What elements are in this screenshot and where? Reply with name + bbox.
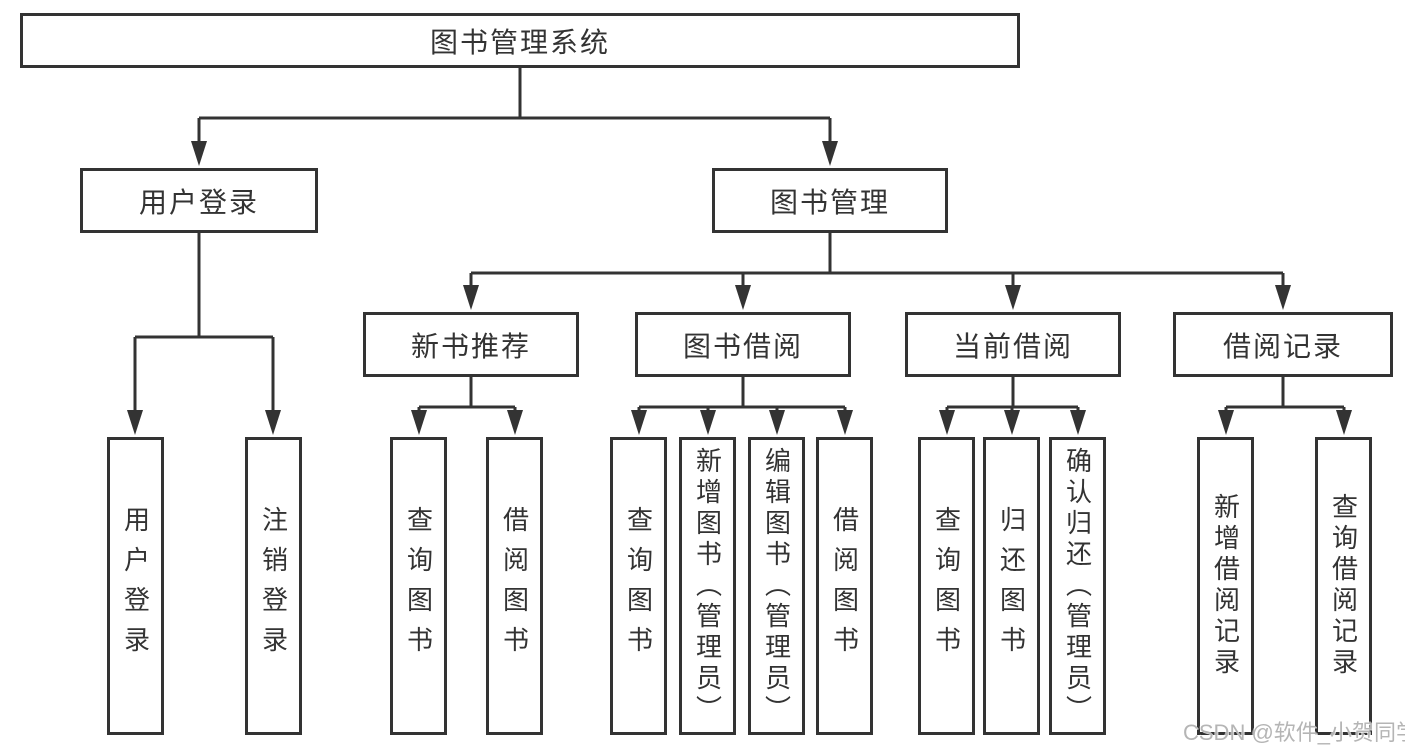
leaf-cb-query-books: 查询图书	[918, 437, 975, 735]
leaf-bb-edit-books-admin-label: 编辑图书（管理员）	[761, 446, 792, 726]
node-current-borrow: 当前借阅	[905, 312, 1121, 377]
connector-borrow-records	[1224, 377, 1346, 414]
leaf-bb-edit-books-admin: 编辑图书（管理员）	[748, 437, 805, 735]
node-new-book-recommend-label: 新书推荐	[410, 330, 531, 362]
leaf-br-add-record-label: 新增借阅记录	[1210, 493, 1241, 679]
leaf-bb-add-books-admin-label: 新增图书（管理员）	[692, 446, 723, 726]
leaf-cb-return-books: 归还图书	[983, 437, 1040, 735]
leaf-cb-confirm-return-admin-label: 确认归还（管理员）	[1062, 446, 1093, 726]
arrow-down-icon	[1218, 410, 1234, 435]
leaf-nb-query-books: 查询图书	[390, 437, 447, 735]
leaf-logout-label: 注销登录	[258, 506, 289, 666]
connector-new-book-recommend	[417, 377, 517, 414]
node-root: 图书管理系统	[20, 13, 1020, 68]
leaf-bb-query-books-label: 查询图书	[623, 506, 654, 666]
arrow-down-icon	[127, 410, 143, 435]
node-borrow-records: 借阅记录	[1173, 312, 1393, 377]
connector-root	[197, 68, 832, 145]
connector-book-borrow	[637, 377, 847, 414]
leaf-logout: 注销登录	[245, 437, 302, 735]
leaf-cb-return-books-label: 归还图书	[996, 506, 1027, 666]
connector-current-borrow	[945, 377, 1080, 414]
arrow-down-icon	[769, 410, 785, 435]
leaf-bb-borrow-books-label: 借阅图书	[829, 506, 860, 666]
node-current-borrow-label: 当前借阅	[952, 330, 1073, 362]
node-user-login: 用户登录	[80, 168, 318, 233]
leaf-user-login-label: 用户登录	[120, 506, 151, 666]
leaf-bb-query-books: 查询图书	[610, 437, 667, 735]
arrow-down-icon	[837, 410, 853, 435]
csdn-watermark: CSDN @软件_小贺同学	[1183, 720, 1405, 745]
leaf-nb-borrow-books-label: 借阅图书	[499, 506, 530, 666]
node-borrow-records-label: 借阅记录	[1222, 330, 1343, 362]
connector-book-management	[469, 233, 1285, 289]
arrowheads	[127, 141, 1352, 435]
node-root-label: 图书管理系统	[429, 26, 610, 58]
node-book-management: 图书管理	[712, 168, 948, 233]
arrow-down-icon	[1070, 410, 1086, 435]
arrow-down-icon	[631, 410, 647, 435]
leaf-nb-borrow-books: 借阅图书	[486, 437, 543, 735]
leaf-br-query-record: 查询借阅记录	[1315, 437, 1372, 735]
leaf-br-add-record: 新增借阅记录	[1197, 437, 1254, 735]
arrow-down-icon	[939, 410, 955, 435]
leaf-cb-confirm-return-admin: 确认归还（管理员）	[1049, 437, 1106, 735]
node-book-management-label: 图书管理	[769, 186, 890, 218]
leaf-nb-query-books-label: 查询图书	[403, 506, 434, 666]
node-user-login-label: 用户登录	[138, 186, 259, 218]
arrow-down-icon	[411, 410, 427, 435]
arrow-down-icon	[822, 141, 838, 166]
node-book-borrow-label: 图书借阅	[682, 330, 803, 362]
arrow-down-icon	[463, 285, 479, 310]
connector-user-login	[133, 233, 275, 414]
arrow-down-icon	[265, 410, 281, 435]
leaf-cb-query-books-label: 查询图书	[931, 506, 962, 666]
arrow-down-icon	[1004, 410, 1020, 435]
arrow-down-icon	[1275, 285, 1291, 310]
leaf-br-query-record-label: 查询借阅记录	[1328, 493, 1359, 679]
arrow-down-icon	[735, 285, 751, 310]
arrow-down-icon	[1336, 410, 1352, 435]
leaf-user-login: 用户登录	[107, 437, 164, 735]
node-book-borrow: 图书借阅	[635, 312, 851, 377]
arrow-down-icon	[191, 141, 207, 166]
leaf-bb-borrow-books: 借阅图书	[816, 437, 873, 735]
arrow-down-icon	[507, 410, 523, 435]
arrow-down-icon	[1005, 285, 1021, 310]
node-new-book-recommend: 新书推荐	[363, 312, 579, 377]
leaf-bb-add-books-admin: 新增图书（管理员）	[679, 437, 736, 735]
arrow-down-icon	[700, 410, 716, 435]
